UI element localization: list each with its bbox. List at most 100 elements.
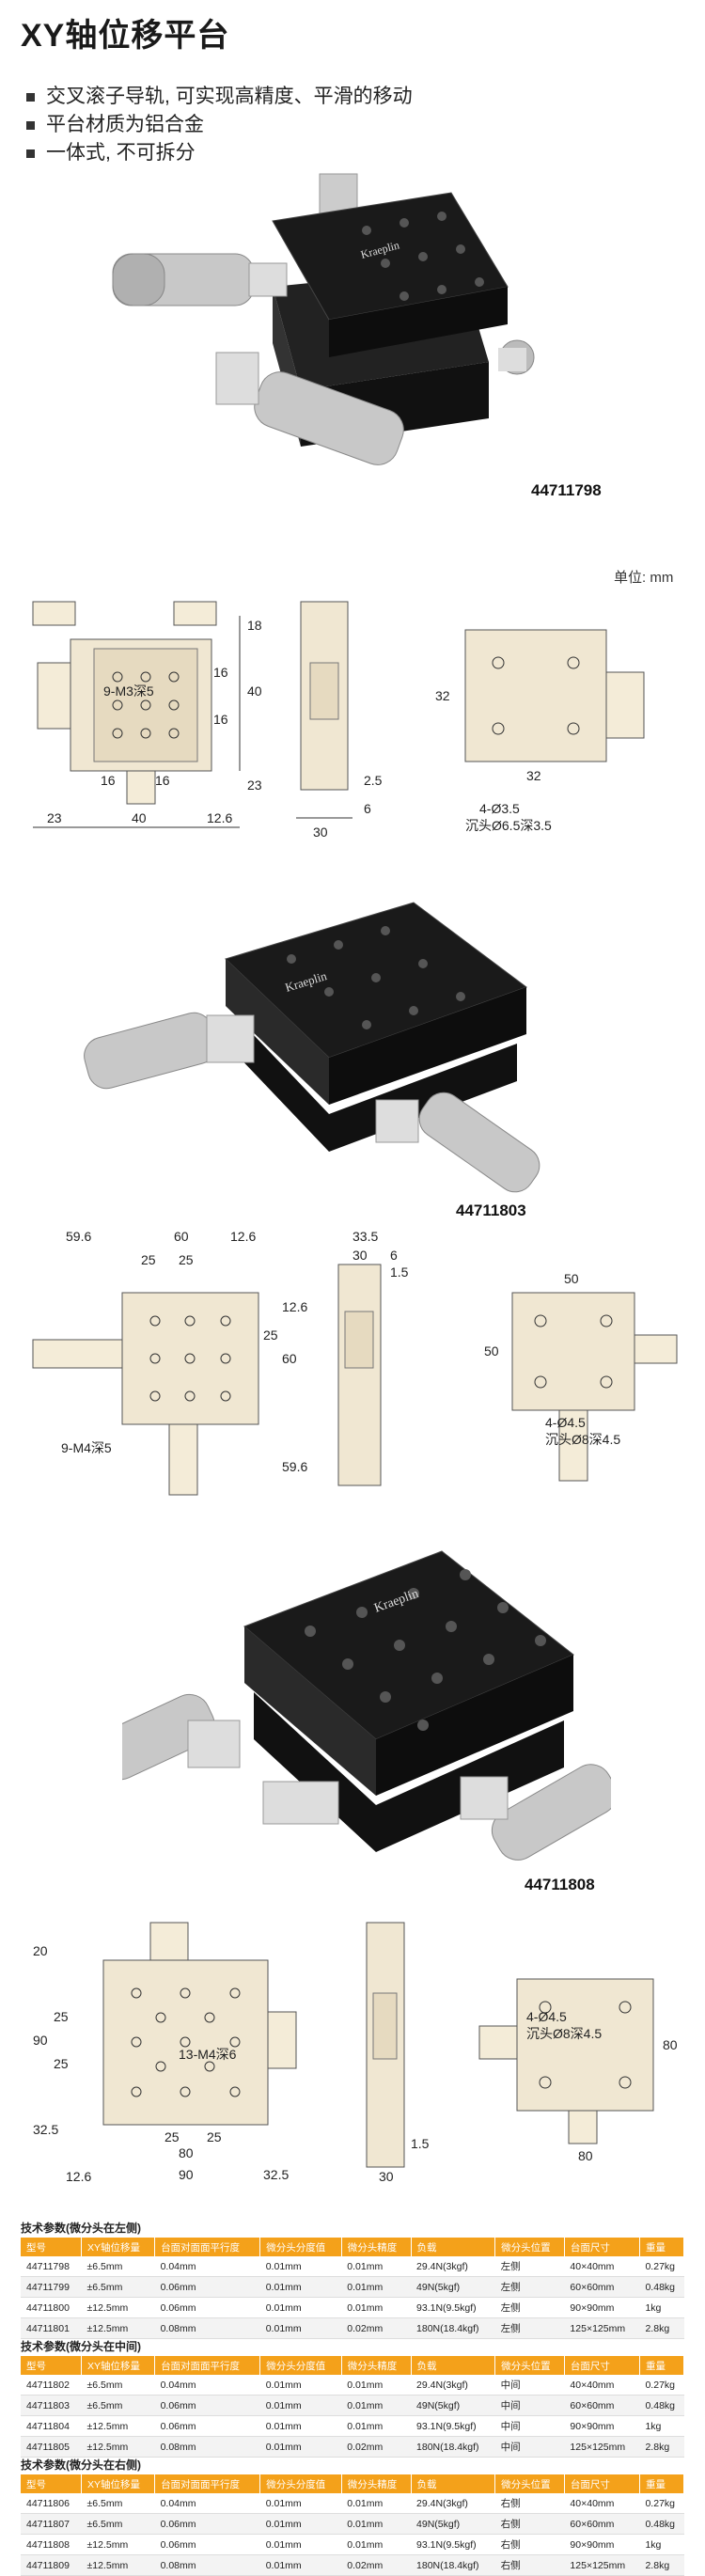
table-cell: 右侧 <box>494 2513 565 2535</box>
table-cell: 29.4N(3kgf) <box>411 2375 495 2395</box>
table-cell: 0.01mm <box>259 2436 342 2458</box>
table-cell: 49N(5kgf) <box>411 2276 495 2298</box>
table-cell: 2.8kg <box>639 2436 684 2458</box>
svg-text:25: 25 <box>54 2009 69 2024</box>
table-cell: 2.8kg <box>639 2554 684 2576</box>
table-cell: 0.08mm <box>154 2554 260 2576</box>
svg-text:25: 25 <box>141 1252 156 1267</box>
svg-text:23: 23 <box>247 778 262 793</box>
table-cell: 1kg <box>639 2415 684 2437</box>
table-cell: 60×60mm <box>564 2276 640 2298</box>
table-cell: 0.04mm <box>154 2375 260 2395</box>
svg-text:50: 50 <box>484 1343 499 1359</box>
svg-text:25: 25 <box>263 1327 278 1343</box>
table-cell: 44711806 <box>21 2493 82 2514</box>
table-cell: 0.27kg <box>639 2256 684 2277</box>
table-cell: 中间 <box>494 2415 565 2437</box>
table-cell: 0.06mm <box>154 2415 260 2437</box>
table-header-cell: 台面对面面平行度 <box>154 2356 261 2375</box>
table-cell: 0.01mm <box>341 2276 412 2298</box>
svg-text:4-Ø4.5: 4-Ø4.5 <box>545 1415 586 1430</box>
svg-text:沉头Ø6.5深3.5: 沉头Ø6.5深3.5 <box>465 818 552 833</box>
table-header-cell: 负载 <box>411 2356 496 2375</box>
table-cell: 180N(18.4kgf) <box>411 2436 495 2458</box>
table-cell: 0.02mm <box>341 2554 412 2576</box>
svg-text:80: 80 <box>179 2145 194 2160</box>
table-cell: 0.27kg <box>639 2375 684 2395</box>
svg-text:33.5: 33.5 <box>352 1229 378 1244</box>
svg-text:18: 18 <box>247 618 262 633</box>
table-caption: 技术参数(微分头在中间) <box>21 2340 141 2353</box>
table-cell: 0.01mm <box>259 2493 342 2514</box>
table-cell: ±6.5mm <box>81 2375 155 2395</box>
svg-text:13-M4深6: 13-M4深6 <box>179 2047 237 2062</box>
table-cell: 右侧 <box>494 2493 565 2514</box>
table-header-cell: 微分头精度 <box>341 2474 412 2493</box>
table-cell: 40×40mm <box>564 2256 640 2277</box>
svg-text:12.6: 12.6 <box>282 1299 307 1314</box>
svg-text:59.6: 59.6 <box>66 1229 91 1244</box>
product-photo-2: Kraeplin <box>75 884 602 1203</box>
table-cell: 中间 <box>494 2375 565 2395</box>
table-cell: 0.01mm <box>341 2415 412 2437</box>
table-cell: 0.48kg <box>639 2276 684 2298</box>
table-cell: 40×40mm <box>564 2375 640 2395</box>
feature-item: 交叉滚子导轨, 可实现高精度、平滑的移动 <box>26 83 413 111</box>
svg-text:6: 6 <box>390 1248 398 1263</box>
product-photo-1: Kraeplin <box>85 165 592 503</box>
table-cell: 0.01mm <box>259 2256 342 2277</box>
table-cell: 0.48kg <box>639 2395 684 2416</box>
table-header-cell: 型号 <box>21 2356 83 2375</box>
table-header-cell: 台面尺寸 <box>564 2356 640 2375</box>
table-cell: 180N(18.4kgf) <box>411 2554 495 2576</box>
table-cell: 44711802 <box>21 2375 82 2395</box>
table-cell: ±12.5mm <box>81 2534 155 2555</box>
table-cell: 左侧 <box>494 2297 565 2318</box>
table-header-cell: XY轴位移量 <box>81 2474 156 2493</box>
table-cell: 90×90mm <box>564 2415 640 2437</box>
table-cell: 29.4N(3kgf) <box>411 2256 495 2277</box>
table-cell: 93.1N(9.5kgf) <box>411 2415 495 2437</box>
feature-list: 交叉滚子导轨, 可实现高精度、平滑的移动 平台材质为铝合金 一体式, 不可拆分 <box>26 83 413 167</box>
svg-text:1.5: 1.5 <box>390 1264 409 1280</box>
table-cell: 0.06mm <box>154 2297 260 2318</box>
table-cell: 44711800 <box>21 2297 82 2318</box>
table-cell: ±6.5mm <box>81 2513 155 2535</box>
table-cell: 1kg <box>639 2297 684 2318</box>
table-cell: 左侧 <box>494 2256 565 2277</box>
table-cell: ±6.5mm <box>81 2493 155 2514</box>
svg-text:59.6: 59.6 <box>282 1459 307 1474</box>
table-cell: 44711808 <box>21 2534 82 2555</box>
table-cell: 44711809 <box>21 2554 82 2576</box>
table-cell: 44711804 <box>21 2415 82 2437</box>
svg-text:80: 80 <box>663 2037 678 2052</box>
table-cell: 0.06mm <box>154 2276 260 2298</box>
table-header-cell: 微分头位置 <box>494 2238 565 2256</box>
svg-text:9-M3深5: 9-M3深5 <box>103 683 154 699</box>
table-header-cell: 微分头分度值 <box>259 2238 342 2256</box>
table-cell: 44711801 <box>21 2317 82 2339</box>
table-cell: 44711798 <box>21 2256 82 2277</box>
table-cell: 0.01mm <box>341 2534 412 2555</box>
table-cell: ±12.5mm <box>81 2554 155 2576</box>
table-header-cell: XY轴位移量 <box>81 2238 156 2256</box>
feature-item: 一体式, 不可拆分 <box>26 139 413 167</box>
table-cell: 0.04mm <box>154 2256 260 2277</box>
table-header-cell: 微分头位置 <box>494 2356 565 2375</box>
table-cell: 右侧 <box>494 2534 565 2555</box>
table-cell: 0.02mm <box>341 2436 412 2458</box>
svg-text:60: 60 <box>282 1351 297 1366</box>
svg-text:9-M4深5: 9-M4深5 <box>61 1440 112 1455</box>
table-header-cell: 台面对面面平行度 <box>154 2238 261 2256</box>
table-cell: 125×125mm <box>564 2436 640 2458</box>
